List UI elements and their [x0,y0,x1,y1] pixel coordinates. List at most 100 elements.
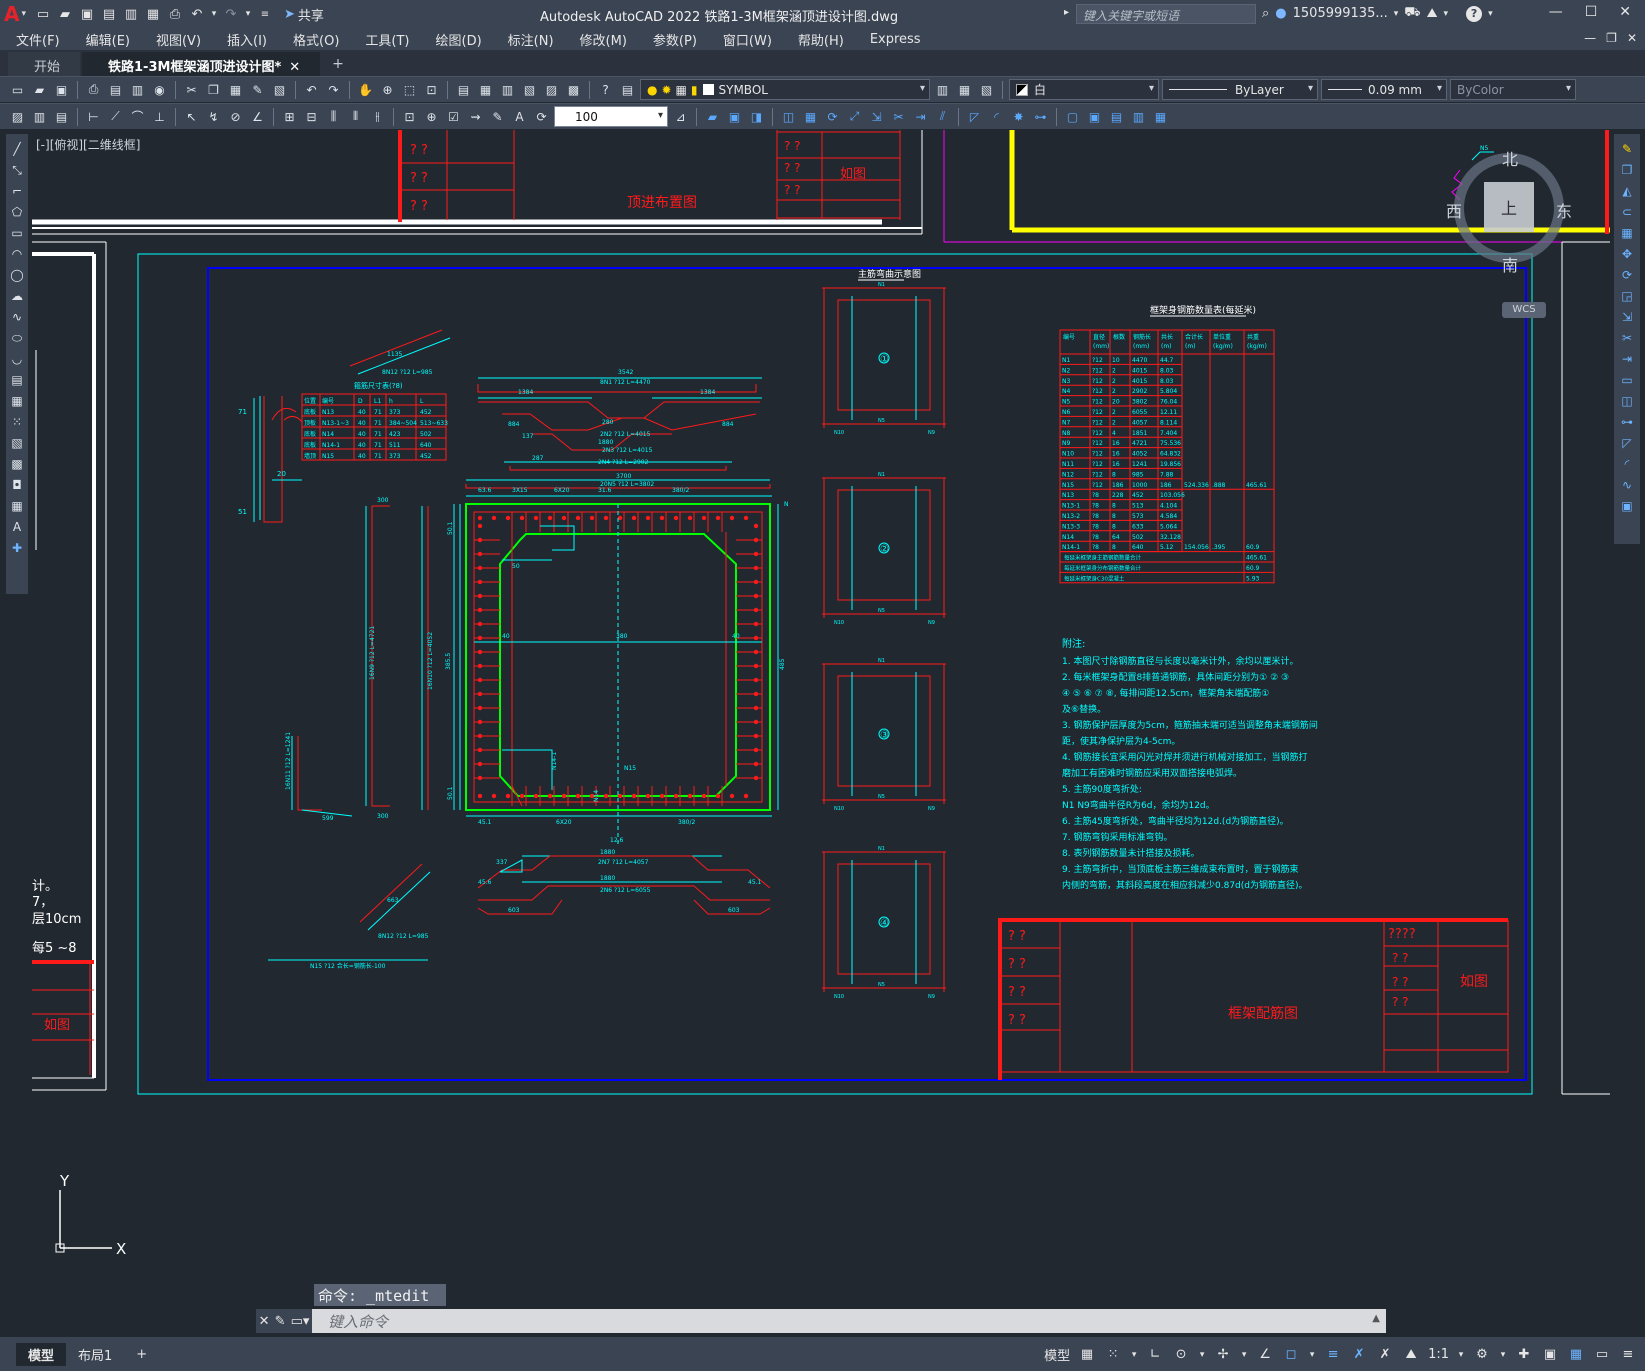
make-block-icon[interactable]: ▦ [11,394,23,408]
match-prop-icon[interactable]: ✎ [252,82,263,97]
plot-icon[interactable]: ⎙ [88,82,99,96]
new-icon[interactable]: ▭ [36,6,50,22]
zoom-realtime-icon[interactable]: ⊕ [382,82,393,97]
print-icon[interactable]: ⎙ [169,6,181,22]
app-logo-button[interactable]: A▾ [3,2,26,26]
copy-object-icon[interactable]: ▣ [728,109,741,124]
jogged-dim-icon[interactable]: ↯ [208,109,219,124]
color-dropdown[interactable]: 白 ▾ [1009,79,1159,100]
insert-block-icon[interactable]: ▤ [11,373,23,387]
search-input[interactable]: 键入关键字或短语 [1076,4,1256,24]
save-icon[interactable]: ▣ [55,82,68,97]
menu-help[interactable]: 帮助(H) [797,33,844,49]
mtext-icon[interactable]: A [12,520,22,534]
history-expand-icon[interactable]: ▲ [1372,1313,1380,1324]
group-edit-icon[interactable]: ▤ [1110,109,1123,124]
ellipse-icon[interactable]: ⬭ [11,330,23,345]
menu-edit[interactable]: 编辑(E) [85,33,130,49]
isolate-icon[interactable]: ▣ [1543,1347,1557,1362]
menu-format[interactable]: 格式(O) [293,33,340,49]
move-icon[interactable]: ▰ [707,109,718,124]
chevron-down-icon[interactable]: ▾ [1241,1349,1247,1360]
autodesk-icon[interactable]: ⛰ [1426,6,1438,21]
open-icon[interactable]: ▰ [60,6,70,22]
chamfer-icon[interactable]: ◸ [969,109,980,124]
dim-space-icon[interactable]: ⫴ [352,109,359,123]
rectangle-icon[interactable]: ▭ [11,226,23,240]
layer-manager-icon[interactable]: ▤ [621,82,634,97]
trim-icon[interactable]: ✂ [893,109,904,124]
pan-icon[interactable]: ✋ [358,82,373,97]
center-mark-icon[interactable]: ⊕ [426,109,437,124]
radius-dim-icon[interactable]: ↖ [186,109,197,124]
chevron-down-icon[interactable]: ▾ [1500,1349,1506,1360]
calculator-icon[interactable]: ▩ [567,82,580,97]
revcloud-icon[interactable]: ☁ [11,289,23,303]
save-web-icon[interactable]: ▦ [146,6,160,22]
tab-close-icon[interactable]: ✕ [289,60,301,75]
stretch-icon[interactable]: ⇲ [871,109,882,124]
paste-icon[interactable]: ▦ [229,82,242,97]
continue-dim-icon[interactable]: ⫼ [330,109,337,123]
undo-icon[interactable]: ↶ [191,6,203,22]
menu-dimension[interactable]: 标注(N) [507,33,554,49]
menu-modify[interactable]: 修改(M) [579,33,627,49]
search-expand-icon[interactable]: ▸ [1064,7,1070,18]
extend-icon[interactable]: ⇥ [915,109,926,124]
arc-icon[interactable]: ◠ [11,247,23,261]
preview-icon[interactable]: ▤ [109,82,122,97]
annotation-scale-value[interactable]: 1:1 [1428,1347,1449,1362]
customization-icon[interactable]: ≡ [1622,1347,1634,1362]
tab-model[interactable]: 模型 [16,1342,67,1366]
grid-icon[interactable]: ▦ [1080,1347,1094,1362]
region-icon[interactable]: ◘ [12,478,22,492]
doc-minimize-icon[interactable]: — [1584,31,1597,45]
dim-edit-icon[interactable]: ✎ [492,109,503,124]
jogged-linear-icon[interactable]: ⇝ [470,109,481,124]
angular-dim-icon[interactable]: ∠ [252,109,263,124]
ellipse-arc-icon[interactable]: ◡ [11,352,23,366]
group-bounding-icon[interactable]: ▦ [1154,109,1167,124]
group-icon[interactable]: ▢ [1066,109,1079,124]
polar-icon[interactable]: ⊙ [1175,1347,1187,1362]
draw-order-icon[interactable]: ▨ [11,109,24,124]
dim-break-icon[interactable]: ⫲ [375,109,380,123]
chevron-down-icon[interactable]: ▾ [1458,1349,1464,1360]
minimize-icon[interactable]: — [1548,4,1563,20]
inspection-icon[interactable]: ☑ [448,109,459,124]
menu-view[interactable]: 视图(V) [155,33,202,49]
gear-icon[interactable]: ⚙ [1476,1347,1488,1362]
mirror-icon[interactable]: ◨ [750,109,763,124]
menu-window[interactable]: 窗口(W) [722,33,772,49]
isodraft-icon[interactable]: ✢ [1217,1347,1229,1362]
menu-express[interactable]: Express [869,31,921,47]
help-icon[interactable]: ? [602,82,609,97]
lineweight-dropdown[interactable]: 0.09 mm ▾ [1321,79,1447,100]
layer-state-icon[interactable]: ▥ [936,82,949,97]
menu-insert[interactable]: 插入(I) [227,33,268,49]
plotstyle-dropdown[interactable]: ByColor ▾ [1450,79,1576,100]
point-icon[interactable]: ⁙ [11,415,23,429]
redo-icon[interactable]: ↷ [328,82,339,97]
quick-dim-icon[interactable]: ⊞ [284,109,295,124]
annotation-visibility-icon[interactable]: ✗ [1353,1347,1365,1362]
menu-file[interactable]: 文件(F) [16,33,60,49]
break-icon[interactable]: ◫ [1621,394,1633,408]
layer-previous-icon[interactable]: ▦ [958,82,971,97]
polygon-icon[interactable]: ⬠ [11,205,23,219]
undo-icon[interactable]: ↶ [306,82,317,97]
explode-icon[interactable]: ✸ [1013,109,1024,124]
tab-start[interactable]: 开始 [8,52,81,76]
trim-icon[interactable]: ✂ [1621,331,1633,345]
undo-dropdown-icon[interactable]: ▾ [211,9,217,19]
design-center-icon[interactable]: ▦ [479,82,492,97]
open-icon[interactable]: ▰ [34,82,45,97]
maximize-icon[interactable]: ☐ [1584,4,1598,20]
zoom-previous-icon[interactable]: ⊡ [426,82,437,97]
menu-draw[interactable]: 绘图(D) [435,33,482,49]
dim-style-dropdown[interactable]: 100 ▾ [554,106,668,127]
wcs-menu[interactable]: WCS [1502,302,1546,318]
redo-icon[interactable]: ↷ [225,6,237,22]
layer-dropdown[interactable]: ● ✹ ▦ ▮ SYMBOL ▾ [640,79,930,100]
hardware-accel-icon[interactable]: ▦ [1569,1347,1583,1362]
